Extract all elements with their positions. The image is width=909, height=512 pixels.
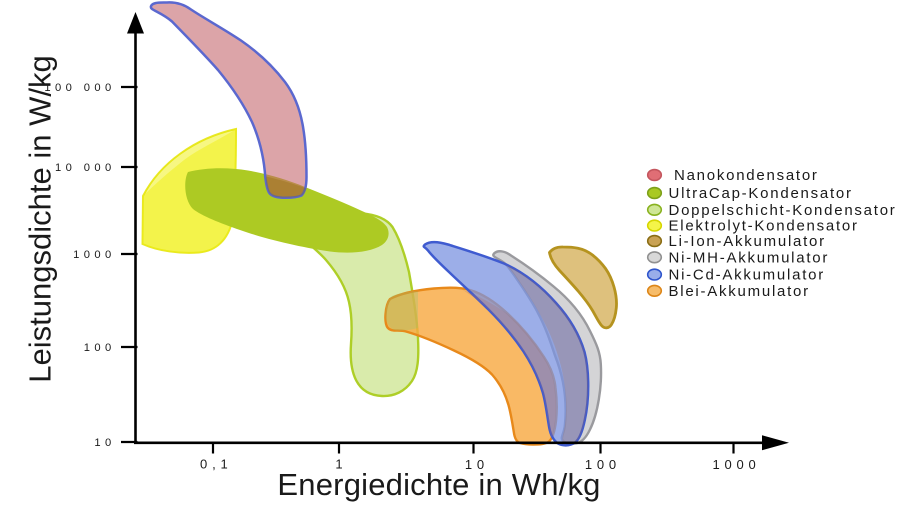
- svg-text:0,1: 0,1: [200, 457, 232, 472]
- svg-text:1: 1: [335, 457, 347, 472]
- svg-text:Leistungsdichte in W/kg: Leistungsdichte in W/kg: [23, 55, 58, 382]
- svg-text:10: 10: [94, 437, 115, 449]
- svg-text:UltraCap-Kondensator: UltraCap-Kondensator: [669, 185, 853, 202]
- svg-text:10: 10: [465, 457, 489, 472]
- svg-text:10 000: 10 000: [55, 162, 116, 174]
- svg-text:100: 100: [84, 342, 116, 354]
- svg-text:Blei-Akkumulator: Blei-Akkumulator: [669, 283, 810, 300]
- svg-text:Energiedichte in Wh/kg: Energiedichte in Wh/kg: [277, 467, 600, 502]
- svg-text:Doppelschicht-Kondensator: Doppelschicht-Kondensator: [669, 202, 897, 219]
- svg-text:100 000: 100 000: [44, 82, 115, 94]
- svg-text:1000: 1000: [73, 249, 116, 261]
- svg-text:Ni-MH-Akkumulator: Ni-MH-Akkumulator: [669, 249, 830, 266]
- svg-text:Nanokondensator: Nanokondensator: [674, 167, 819, 184]
- svg-text:Ni-Cd-Akkumulator: Ni-Cd-Akkumulator: [669, 267, 825, 284]
- svg-text:Li-Ion-Akkumulator: Li-Ion-Akkumulator: [669, 233, 826, 250]
- svg-text:100: 100: [585, 457, 621, 472]
- svg-text:Elektrolyt-Kondensator: Elektrolyt-Kondensator: [669, 218, 859, 235]
- svg-text:1000: 1000: [712, 457, 760, 472]
